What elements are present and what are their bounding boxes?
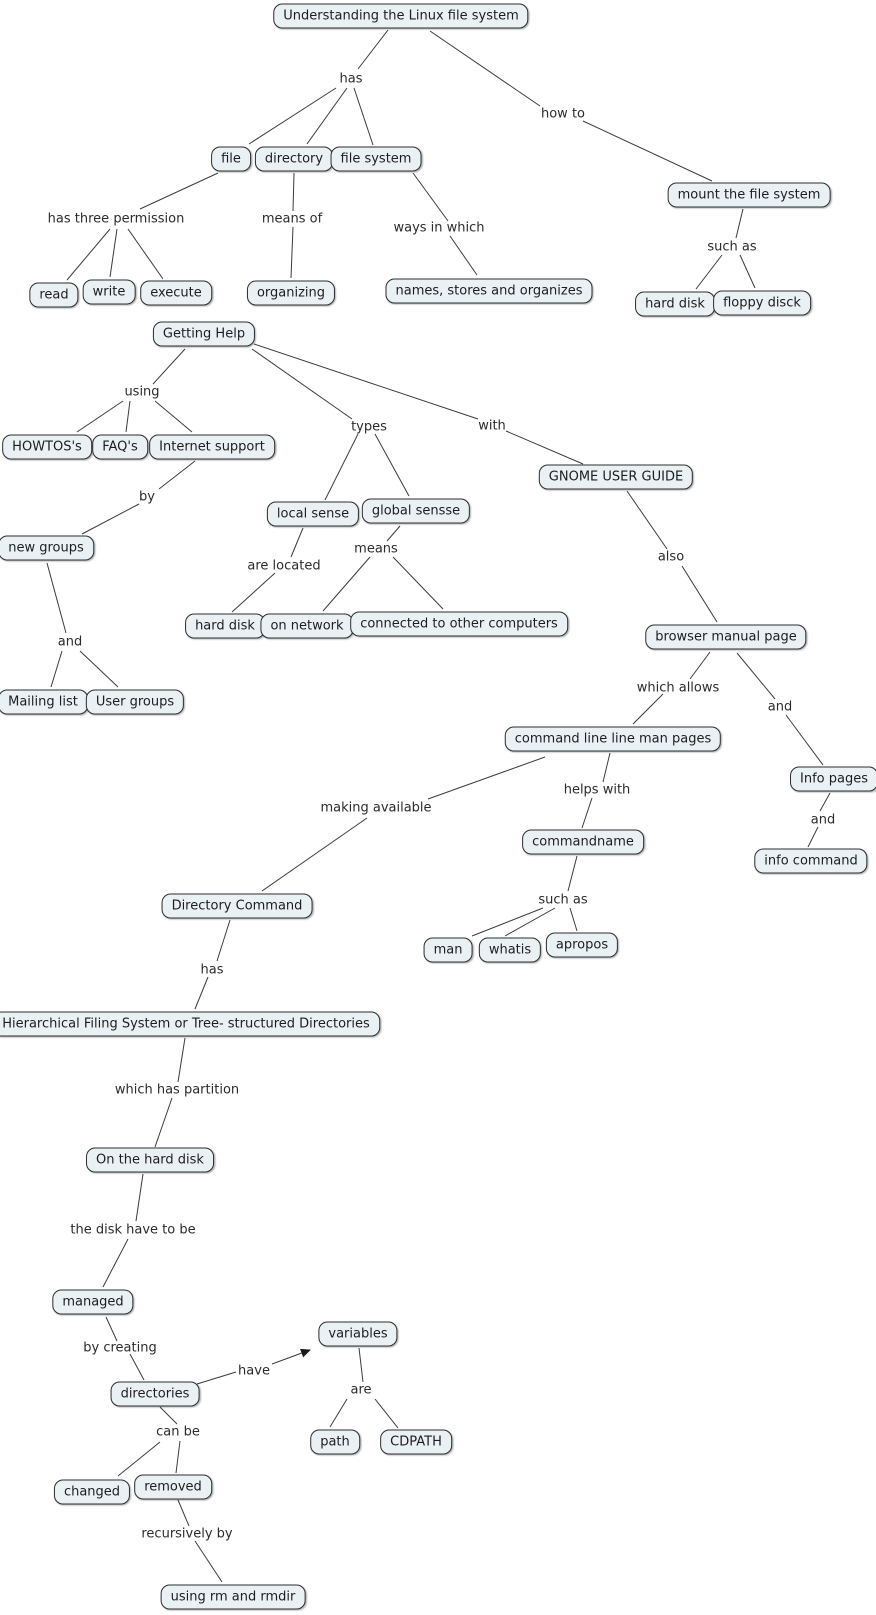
concept-mailing-list[interactable]: Mailing list: [0, 689, 88, 715]
link-such-as-2: such as: [538, 892, 588, 908]
link-and-1: and: [57, 634, 83, 650]
link-also: also: [657, 549, 685, 565]
concept-directories[interactable]: directories: [110, 1381, 200, 1407]
link-can-be: can be: [156, 1424, 200, 1440]
concept-variables[interactable]: variables: [318, 1321, 398, 1347]
link-has-2: has: [200, 962, 224, 978]
concept-getting-help[interactable]: Getting Help: [152, 321, 256, 347]
concept-whatis[interactable]: whatis: [478, 937, 542, 963]
concept-on-network[interactable]: on network: [260, 613, 354, 639]
concept-hierarchical-filing-system[interactable]: Hierarchical Filing System or Tree- stru…: [0, 1011, 380, 1037]
concept-organizing[interactable]: organizing: [246, 280, 336, 306]
concept-removed[interactable]: removed: [134, 1474, 212, 1500]
concept-local-sense[interactable]: local sense: [266, 501, 360, 527]
concept-file-system[interactable]: file system: [330, 146, 422, 172]
link-by: by: [139, 489, 155, 505]
link-which-has-partition: which has partition: [114, 1082, 240, 1098]
concept-cdpath[interactable]: CDPATH: [380, 1429, 452, 1455]
concept-command-line-man-pages[interactable]: command line line man pages: [504, 726, 722, 752]
concept-browser-manual-page[interactable]: browser manual page: [645, 624, 807, 650]
concept-file[interactable]: file: [211, 146, 251, 172]
concept-howtos[interactable]: HOWTOS's: [2, 434, 92, 460]
concept-global-sensse[interactable]: global sensse: [361, 498, 471, 524]
link-how-to: how to: [540, 106, 586, 122]
concept-floppy-disck[interactable]: floppy disck: [713, 290, 811, 316]
concept-internet-support[interactable]: Internet support: [149, 434, 275, 460]
concept-user-groups[interactable]: User groups: [85, 689, 185, 715]
link-recursively-by: recursively by: [141, 1526, 233, 1542]
concept-read[interactable]: read: [29, 282, 79, 308]
concept-execute[interactable]: execute: [140, 280, 212, 306]
concept-mount-file-system[interactable]: mount the file system: [667, 182, 831, 208]
concept-info-pages[interactable]: Info pages: [790, 766, 876, 792]
concept-connected-computers[interactable]: connected to other computers: [350, 611, 568, 637]
concept-path[interactable]: path: [310, 1429, 360, 1455]
concept-write[interactable]: write: [82, 279, 136, 305]
concept-names-stores-organizes[interactable]: names, stores and organizes: [385, 278, 593, 304]
link-and-2: and: [767, 699, 793, 715]
concept-apropos[interactable]: apropos: [545, 932, 619, 958]
link-the-disk-have-to-be: the disk have to be: [70, 1222, 196, 1238]
link-means-of: means of: [261, 211, 323, 227]
link-have: have: [238, 1363, 270, 1379]
link-ways-in-which: ways in which: [393, 220, 485, 236]
concept-hard-disk-mount[interactable]: hard disk: [635, 291, 715, 317]
link-which-allows: which allows: [636, 680, 720, 696]
concept-new-groups[interactable]: new groups: [0, 535, 94, 561]
link-using: using: [124, 384, 160, 400]
link-has-three-permission: has three permission: [47, 211, 185, 227]
link-are: are: [350, 1382, 372, 1398]
link-such-as-1: such as: [707, 239, 757, 255]
concept-hard-disk-located[interactable]: hard disk: [185, 613, 265, 639]
link-making-available: making available: [320, 800, 432, 816]
concept-faqs[interactable]: FAQ's: [92, 434, 148, 460]
concept-managed[interactable]: managed: [52, 1289, 134, 1315]
link-are-located: are located: [247, 558, 321, 574]
link-means: means: [354, 541, 398, 557]
link-and-3: and: [810, 812, 836, 828]
concept-gnome-user-guide[interactable]: GNOME USER GUIDE: [538, 464, 694, 490]
link-has-1: has: [339, 71, 363, 87]
link-by-creating: by creating: [83, 1340, 157, 1356]
concept-understanding[interactable]: Understanding the Linux file system: [273, 3, 529, 29]
link-with: with: [478, 418, 506, 434]
concept-info-command[interactable]: info command: [754, 848, 868, 874]
link-types: types: [351, 419, 387, 435]
concept-on-the-hard-disk[interactable]: On the hard disk: [86, 1147, 214, 1173]
concept-changed[interactable]: changed: [53, 1479, 131, 1505]
concept-man[interactable]: man: [423, 937, 473, 963]
concept-directory-command[interactable]: Directory Command: [161, 893, 313, 919]
concept-using-rm-and-rmdir[interactable]: using rm and rmdir: [160, 1584, 306, 1610]
link-helps-with: helps with: [563, 782, 631, 798]
concept-commandname[interactable]: commandname: [522, 829, 644, 855]
concept-directory[interactable]: directory: [254, 146, 334, 172]
